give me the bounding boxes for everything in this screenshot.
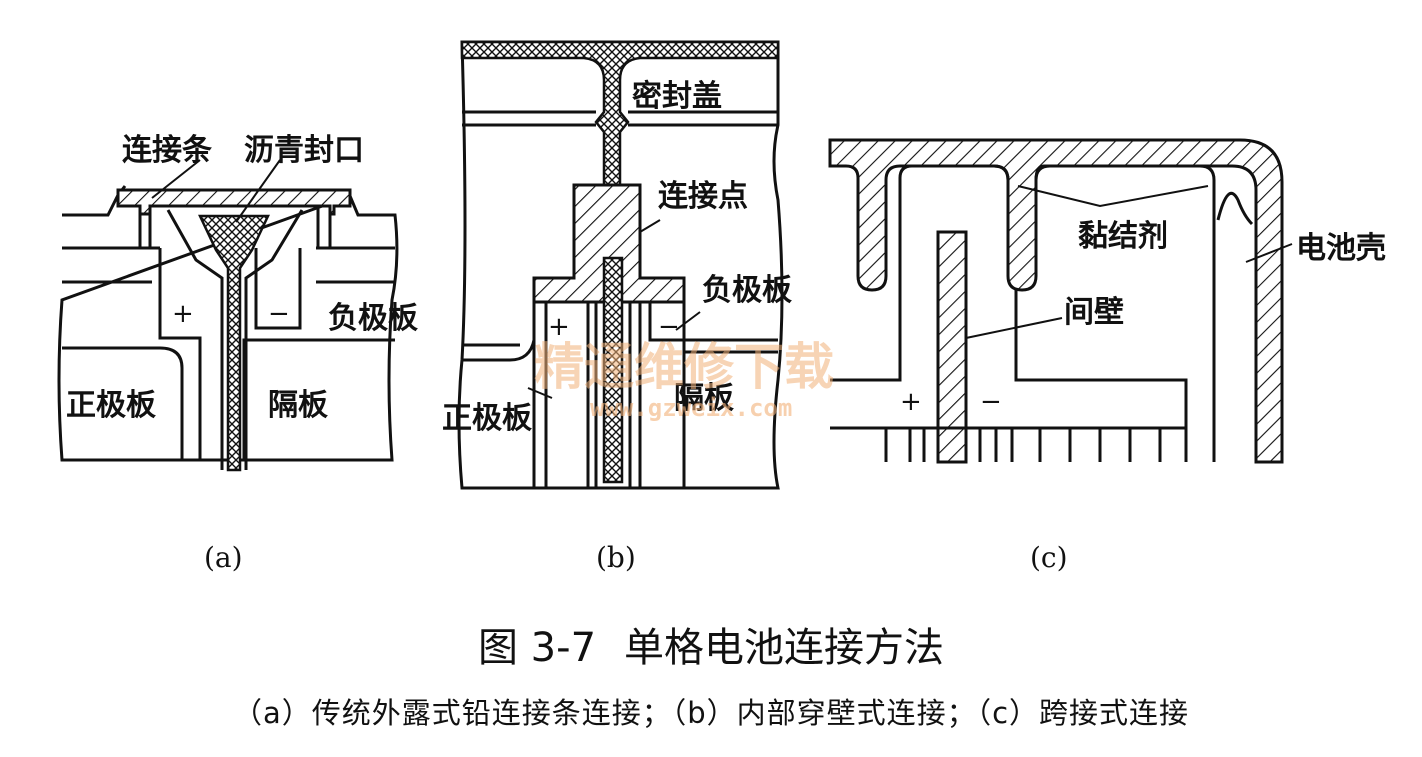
watermark-url: www.gzweix.com (590, 394, 792, 422)
label-adhesive: 黏结剂 (1078, 219, 1168, 254)
panel-a: + − 连接条 沥青封口 负极板 正极板 隔板 (a) (57, 133, 418, 574)
panel-a-leaders (151, 159, 281, 223)
separator-shape (242, 338, 395, 460)
panel-c: + − 黏结剂 电池壳 间壁 (c) (828, 138, 1386, 574)
partition (936, 230, 968, 464)
panel-b-outline (457, 40, 784, 490)
cell-wall-right (1034, 164, 1216, 462)
label-positive-plate-b: 正极板 (442, 401, 532, 436)
panel-c-leaders (965, 185, 1293, 339)
panel-c-minus: − (980, 387, 1002, 417)
figure-caption: （a）传统外露式铅连接条连接；（b）内部穿壁式连接；（c）跨接式连接 (232, 696, 1190, 730)
label-negative-plate-a: 负极板 (328, 301, 418, 336)
seal-cup (166, 209, 304, 470)
sublabel-c: (c) (1030, 541, 1068, 574)
cell-wall-left (898, 164, 1010, 270)
negative-plate-lug (254, 248, 302, 330)
figure-label: 图 3-7 (477, 625, 597, 671)
panel-c-plus: + (900, 387, 922, 417)
sublabel-a: (a) (204, 541, 243, 574)
positive-plate-shape (62, 346, 184, 460)
figure-title: 图 3-7 单格电池连接方法 (0, 615, 1422, 673)
positive-plate-lug (158, 248, 202, 460)
connector-leg-right (316, 206, 332, 248)
label-seal-cover: 密封盖 (632, 79, 722, 114)
connector-strip (116, 188, 352, 216)
watermark-cn: 精通维修下载 (534, 338, 834, 396)
cell-right-lower (1014, 290, 1188, 462)
label-connection-point: 连接点 (658, 179, 748, 214)
label-connector-strip: 连接条 (122, 133, 212, 168)
seal-cover (460, 40, 780, 190)
battery-case (828, 138, 1284, 464)
label-separator-a: 隔板 (268, 388, 328, 423)
panel-b-minus: − (658, 312, 680, 342)
label-partition: 间壁 (1064, 295, 1124, 330)
sublabel-b: (b) (596, 541, 636, 574)
adhesive-bump (1216, 191, 1254, 226)
connector-leg-left (138, 206, 160, 250)
asphalt-seal (198, 214, 270, 472)
panel-b-plus: + (548, 312, 570, 342)
label-battery-case: 电池壳 (1296, 231, 1386, 266)
panel-a-minus: − (268, 299, 290, 329)
figure-title-text: 单格电池连接方法 (624, 625, 945, 671)
panel-b-positive-lines (462, 339, 536, 362)
cover-lines (462, 110, 778, 127)
cell-left-lower (830, 178, 902, 382)
through-wall-pin (602, 256, 624, 484)
label-negative-plate-b: 负极板 (702, 273, 792, 308)
label-separator-b: 隔板 (674, 381, 734, 416)
panel-b: + − 密封盖 连接点 负极板 正极板 隔板 (b) (442, 40, 792, 574)
panel-c-plate-teeth (830, 426, 1186, 462)
panel-b-leaders (527, 219, 701, 399)
panel-a-plus: + (172, 299, 194, 329)
panel-b-negative-lines (684, 338, 778, 354)
label-asphalt-seal: 沥青封口 (244, 133, 364, 168)
container-lines (62, 246, 395, 284)
label-positive-plate-a: 正极板 (66, 388, 156, 423)
